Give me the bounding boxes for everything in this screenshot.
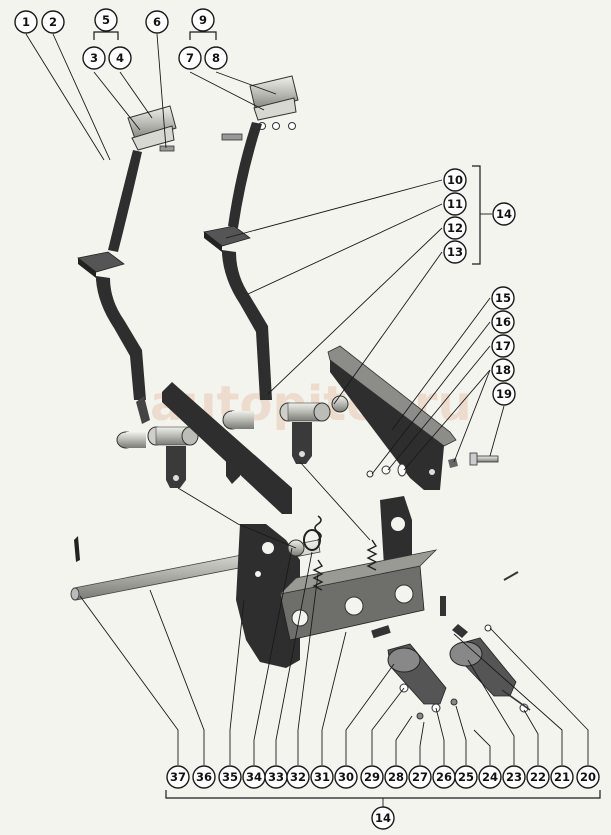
callout-26: 26	[432, 765, 456, 789]
main-bracket	[236, 496, 438, 668]
callout-26-label: 26	[436, 770, 452, 784]
callout-20: 20	[576, 765, 600, 789]
callout-29: 29	[360, 765, 384, 789]
callout-20-label: 20	[580, 770, 596, 784]
callout-14-top: 14	[492, 202, 516, 226]
callout-18: 18	[491, 358, 515, 382]
callout-5: 5	[94, 8, 118, 32]
callout-17-label: 17	[495, 339, 511, 353]
callout-31-label: 31	[314, 770, 330, 784]
callout-32-label: 32	[290, 770, 306, 784]
callout-4: 4	[108, 46, 132, 70]
callout-7-label: 7	[186, 51, 194, 65]
callout-30: 30	[334, 765, 358, 789]
callout-9: 9	[191, 8, 215, 32]
callout-37-label: 37	[170, 770, 186, 784]
callout-11: 11	[443, 192, 467, 216]
callout-3: 3	[82, 46, 106, 70]
callout-12: 12	[443, 216, 467, 240]
callout-16: 16	[491, 310, 515, 334]
callout-30-label: 30	[338, 770, 354, 784]
callout-22-label: 22	[530, 770, 546, 784]
left-pedal-pad	[127, 105, 177, 143]
callout-12-label: 12	[447, 221, 463, 235]
callout-5-label: 5	[102, 13, 110, 27]
left-pedal-pin	[159, 145, 175, 152]
callout-28: 28	[384, 765, 408, 789]
callout-1: 1	[14, 10, 38, 34]
fasteners-15-19	[366, 452, 499, 478]
callout-10: 10	[443, 168, 467, 192]
callout-35-label: 35	[222, 770, 238, 784]
callout-1-label: 1	[22, 15, 30, 29]
callout-19-label: 19	[496, 387, 512, 401]
callout-24-label: 24	[482, 770, 498, 784]
callout-36-label: 36	[196, 770, 212, 784]
callout-8-label: 8	[212, 51, 220, 65]
callout-16-label: 16	[495, 315, 511, 329]
callout-21: 21	[550, 765, 574, 789]
callout-27: 27	[408, 765, 432, 789]
leader-lines	[25, 31, 601, 808]
callout-25: 25	[454, 765, 478, 789]
callout-7: 7	[178, 46, 202, 70]
callout-19: 19	[492, 382, 516, 406]
callout-10-label: 10	[447, 173, 463, 187]
callout-33: 33	[264, 765, 288, 789]
callout-36: 36	[192, 765, 216, 789]
callout-32: 32	[286, 765, 310, 789]
callout-25-label: 25	[458, 770, 474, 784]
callout-23-label: 23	[506, 770, 522, 784]
callout-31: 31	[310, 765, 334, 789]
callout-33-label: 33	[268, 770, 284, 784]
callout-15-label: 15	[495, 291, 511, 305]
callout-2: 2	[41, 10, 65, 34]
callout-34: 34	[242, 765, 266, 789]
callout-18-label: 18	[495, 363, 511, 377]
callout-22: 22	[526, 765, 550, 789]
callout-9-label: 9	[199, 13, 207, 27]
callout-8: 8	[204, 46, 228, 70]
callout-35: 35	[218, 765, 242, 789]
callout-4-label: 4	[116, 51, 124, 65]
bolt-19	[475, 455, 499, 463]
callout-6-label: 6	[153, 15, 161, 29]
callout-21-label: 21	[554, 770, 570, 784]
callout-11-label: 11	[447, 197, 463, 211]
callout-13: 13	[443, 240, 467, 264]
callout-37: 37	[166, 765, 190, 789]
callout-34-label: 34	[246, 770, 262, 784]
callout-14-top-label: 14	[496, 207, 512, 221]
callout-27-label: 27	[412, 770, 428, 784]
callout-24: 24	[478, 765, 502, 789]
callout-6: 6	[145, 10, 169, 34]
callout-28-label: 28	[388, 770, 404, 784]
pedal-bracket-plates	[162, 345, 457, 514]
callout-17: 17	[491, 334, 515, 358]
right-pedal-arm	[228, 122, 262, 228]
left-pedal-assembly	[77, 105, 199, 488]
callout-14-bottom-label: 14	[375, 811, 391, 825]
callout-3-label: 3	[90, 51, 98, 65]
callout-23: 23	[502, 765, 526, 789]
callout-15: 15	[491, 286, 515, 310]
callout-29-label: 29	[364, 770, 380, 784]
right-pedal-assembly	[203, 75, 349, 464]
left-pedal-arm	[108, 150, 142, 252]
callout-2-label: 2	[49, 15, 57, 29]
cotter-pin-37	[74, 536, 80, 562]
callout-13-label: 13	[447, 245, 463, 259]
callout-14-bottom: 14	[371, 806, 395, 830]
